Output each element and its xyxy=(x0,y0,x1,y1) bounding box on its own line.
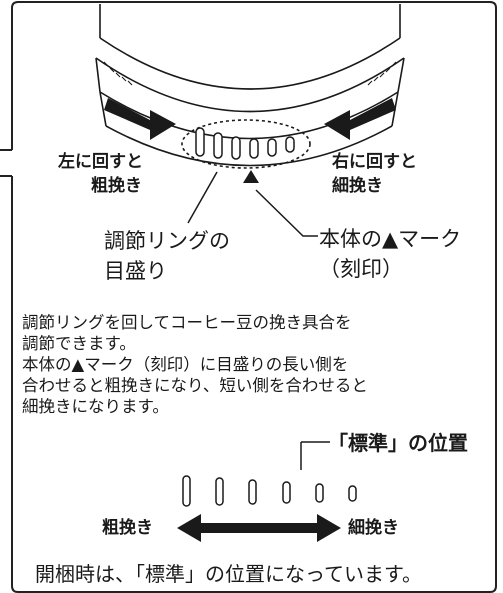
body-mark-line2: （刻印） xyxy=(319,257,403,281)
explanation-line: 細挽きになります。 xyxy=(22,397,169,416)
footer-note: 開梱時は、「標準」の位置になっています。 xyxy=(35,562,422,586)
explanation-line: 調節できます。 xyxy=(22,334,136,353)
grinder-illustration xyxy=(95,4,405,167)
standard-position-label: 「標準」の位置 xyxy=(328,431,468,455)
scale-coarse-label: 粗挽き xyxy=(102,518,153,538)
turn-right-line2: 細挽き xyxy=(332,176,383,196)
turn-left-line2: 粗挽き xyxy=(91,176,142,196)
frame-border xyxy=(11,1,497,593)
explanation-text: 調節リングを回してコーヒー豆の挽き具合を 調節できます。 本体の▲マーク（刻印）… xyxy=(22,312,368,417)
ring-scale-line1: 調節リングの xyxy=(104,229,230,253)
ring-scale-line2: 目盛り xyxy=(104,259,167,283)
ring-highlight-dotted xyxy=(181,119,311,169)
ring-scale-label: 調節リングの 目盛り xyxy=(104,226,230,286)
arrow-right-fine xyxy=(324,98,396,140)
ring-leader-line xyxy=(187,171,218,224)
explanation-line: 調節リングを回してコーヒー豆の挽き具合を xyxy=(22,313,352,332)
ring-scale xyxy=(195,127,295,160)
turn-right-label: 右に回すと 細挽き xyxy=(332,150,417,198)
body-mark-line1: 本体の▲マーク xyxy=(319,227,462,251)
arrow-left-coarse xyxy=(104,98,176,140)
turn-left-line1: 左に回すと xyxy=(58,152,143,172)
double-arrow xyxy=(177,514,341,542)
body-triangle-mark xyxy=(243,170,259,183)
scale-fine-label: 細挽き xyxy=(348,518,399,538)
turn-left-label: 左に回すと 粗挽き xyxy=(58,150,143,198)
turn-right-line1: 右に回すと xyxy=(332,152,417,172)
body-mark-label: 本体の▲マーク （刻印） xyxy=(319,224,461,284)
explanation-line: 本体の▲マーク（刻印）に目盛りの長い側を xyxy=(22,355,349,374)
mark-leader-line xyxy=(255,189,318,237)
explanation-line: 合わせると粗挽きになり、短い側を合わせると xyxy=(22,376,368,395)
scale-marks xyxy=(182,475,357,507)
